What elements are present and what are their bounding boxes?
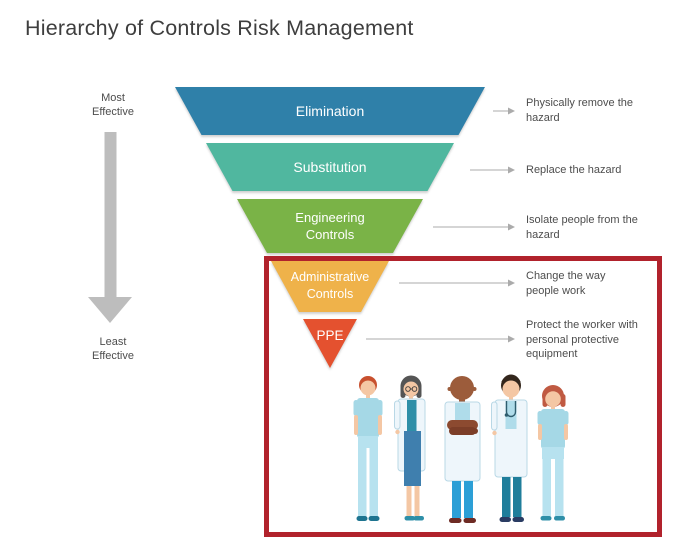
arrow-icon <box>508 223 515 231</box>
funnel-level-ppe <box>303 319 357 368</box>
funnel-label-administrative-controls: Administrative Controls <box>290 270 370 301</box>
funnel-level-substitution <box>206 143 454 191</box>
funnel-level-administrative-controls <box>271 261 389 312</box>
description-engineering-controls: Isolate people from the hazard <box>526 214 638 241</box>
funnel-label-engineering-controls: Engineering Controls <box>295 210 365 242</box>
arrow-icon <box>508 335 515 343</box>
funnel <box>175 87 485 368</box>
funnel-label-substitution: Substitution <box>293 159 367 175</box>
arrow-icon <box>508 166 515 174</box>
funnel-label-elimination: Elimination <box>295 103 365 119</box>
connector-arrows <box>366 107 515 343</box>
funnel-level-engineering-controls <box>237 199 423 253</box>
description-administrative-controls: Change the way people work <box>526 270 606 297</box>
funnel-label-ppe: PPE <box>316 328 344 343</box>
arrow-icon <box>508 107 515 115</box>
effectiveness-arrow-icon <box>88 132 132 323</box>
description-elimination: Physically remove the hazard <box>526 97 633 124</box>
person-nurse-male <box>353 376 383 521</box>
arrow-icon <box>508 279 515 287</box>
funnel-level-elimination <box>175 87 485 135</box>
description-ppe: Protect the worker with personal protect… <box>526 319 638 360</box>
least-effective-label: Least Effective <box>92 336 134 362</box>
illustration-healthcare-workers <box>353 374 569 523</box>
description-substitution: Replace the hazard <box>526 164 622 176</box>
person-doctor-stethoscope <box>491 374 528 522</box>
most-effective-label: Most Effective <box>92 92 134 118</box>
page-title: Hierarchy of Controls Risk Management <box>25 16 414 40</box>
person-doctor-arms-crossed <box>444 376 481 523</box>
person-doctor-female <box>394 375 426 521</box>
person-nurse-female <box>537 385 569 521</box>
highlight-box <box>264 256 662 537</box>
